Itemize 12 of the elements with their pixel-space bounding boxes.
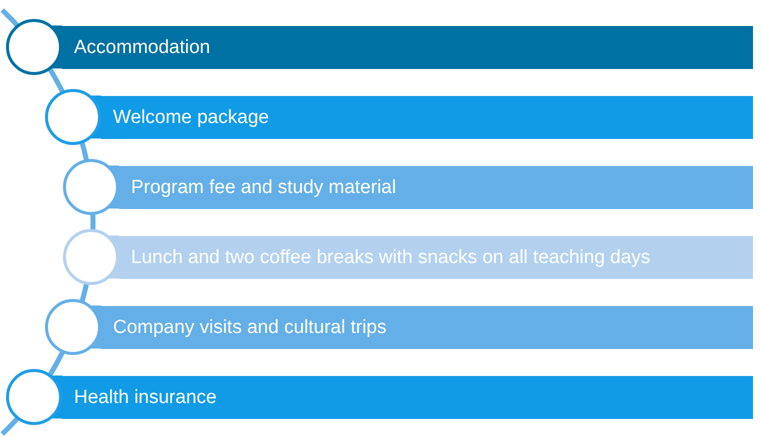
item-label: Welcome package <box>113 108 269 126</box>
item-label: Lunch and two coffee breaks with snacks on all teaching days <box>131 248 650 266</box>
item-label: Health insurance <box>74 388 217 406</box>
list-bar <box>101 306 753 348</box>
list-bar <box>62 26 753 68</box>
item-label: Program fee and study material <box>131 178 396 196</box>
list-bar <box>119 166 753 208</box>
list-bar <box>62 376 753 418</box>
list-bar <box>101 96 753 138</box>
item-label: Company visits and cultural trips <box>113 318 386 336</box>
list-bar <box>119 236 753 278</box>
item-label: Accommodation <box>74 38 210 56</box>
